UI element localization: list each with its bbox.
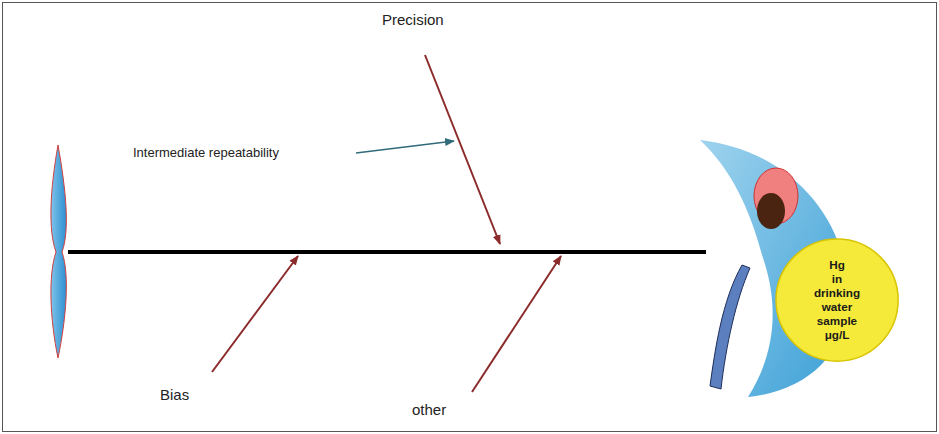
leader-arrow — [356, 141, 454, 153]
other-bone — [472, 256, 561, 392]
frame — [3, 3, 937, 432]
effect-text: Hg in drinking water sample μg/L — [797, 258, 877, 342]
effect-circle: Hg in drinking water sample μg/L — [775, 238, 899, 362]
fish-mouth — [710, 265, 750, 389]
fish-tail — [51, 145, 66, 358]
category-label: other — [412, 401, 446, 418]
cause-label: Intermediate repeatability — [133, 145, 279, 160]
category-label: Bias — [160, 386, 189, 403]
precision-bone — [425, 55, 500, 244]
bias-bone — [212, 256, 298, 372]
category-label: Precision — [382, 11, 444, 28]
fish-pupil — [757, 193, 785, 229]
spine — [68, 250, 706, 254]
